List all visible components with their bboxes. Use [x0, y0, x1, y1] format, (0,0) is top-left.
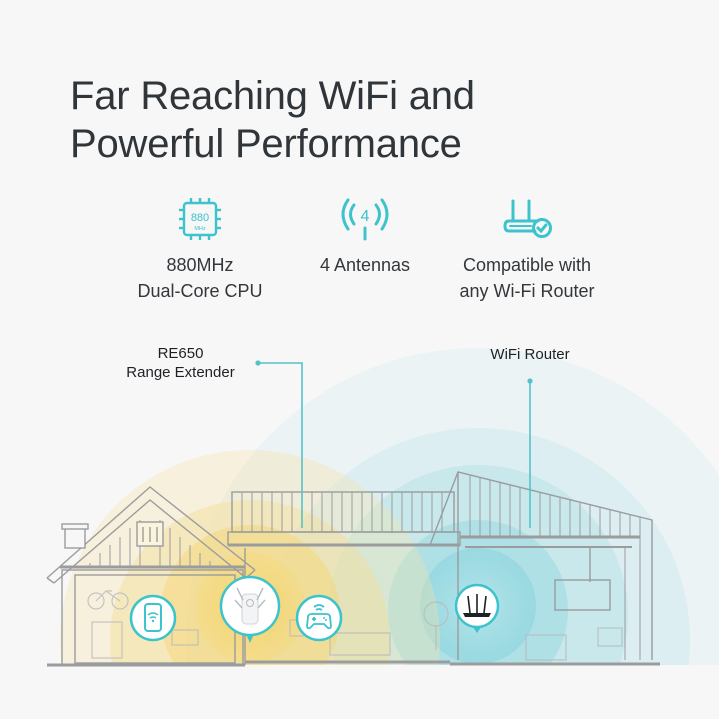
feature-compat-line-2: any Wi-Fi Router	[459, 281, 595, 301]
svg-text:880: 880	[191, 212, 209, 224]
router-icon	[463, 594, 491, 617]
svg-text:MHz: MHz	[194, 226, 206, 232]
page-headline: Far Reaching WiFi and Powerful Performan…	[70, 72, 475, 168]
callout-router-label: WiFi Router	[490, 346, 570, 363]
smartphone-bubble	[129, 594, 177, 642]
callout-wifi-router: WiFi Router	[470, 345, 590, 364]
feature-antennas: 4 4 Antennas	[265, 196, 465, 278]
range-extender-bubble	[219, 575, 281, 643]
feature-cpu: 880 MHz 880MHz Dual-Core CPU	[100, 196, 300, 304]
range-extender-icon	[234, 587, 266, 625]
house-outline	[46, 471, 660, 667]
callout-extender-model: RE650	[157, 345, 204, 362]
antenna-signal-icon: 4	[265, 196, 465, 242]
feature-antennas-label: 4 Antennas	[319, 255, 411, 275]
cpu-chip-icon: 880 MHz	[100, 196, 300, 242]
router-check-icon	[427, 196, 627, 242]
gamepad-bubble	[295, 594, 343, 642]
feature-cpu-line-2: Dual-Core CPU	[137, 281, 263, 301]
interior-furniture	[87, 590, 623, 661]
callout-range-extender: RE650 Range Extender	[108, 344, 253, 382]
feature-cpu-line-1: 880MHz	[166, 255, 234, 275]
smartphone-wifi-icon	[144, 603, 162, 632]
svg-text:4: 4	[361, 208, 370, 225]
headline-line-1: Far Reaching WiFi and	[70, 74, 475, 118]
gamepad-wifi-icon	[306, 604, 332, 630]
router-bubble	[454, 583, 500, 633]
feature-compat-line-1: Compatible with	[462, 255, 592, 275]
callout-extender-type: Range Extender	[126, 364, 235, 381]
callout-leaders	[255, 360, 533, 528]
feature-compatibility: Compatible with any Wi-Fi Router	[427, 196, 627, 304]
headline-line-2: Powerful Performance	[70, 122, 462, 166]
